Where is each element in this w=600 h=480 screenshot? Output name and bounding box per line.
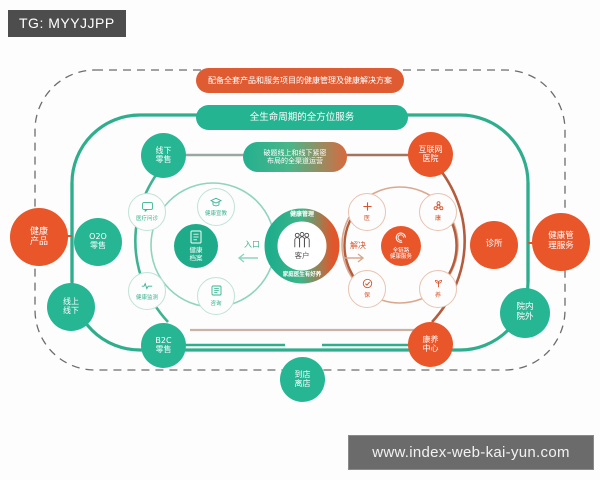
graduation-cap-icon — [209, 197, 223, 210]
node-b2c-retail[interactable]: B2C 零售 — [141, 323, 186, 368]
sat-consultation-label: 咨询 — [210, 300, 222, 307]
node-store-visit[interactable]: 到店 离店 — [280, 357, 325, 402]
solution-label: 解决 — [344, 241, 372, 250]
sat-nursing-label: 养 — [434, 292, 441, 300]
center-core-label: 客户 — [294, 250, 310, 260]
medical-cross-icon — [362, 201, 373, 214]
center-donut-hole — [278, 222, 326, 270]
heart-monitor-icon — [141, 281, 153, 294]
site-url-label: www.index-web-kai-yun.com — [372, 444, 570, 461]
sat-health-monitor-label: 健康监测 — [135, 295, 158, 302]
node-offline-retail-label: 线下 零售 — [155, 145, 172, 164]
center-donut-ring — [264, 208, 340, 284]
lifecycle-track — [70, 113, 530, 352]
node-internet-hospital[interactable]: 互联网 医院 — [408, 132, 453, 177]
entry-arrow-icon — [237, 253, 258, 263]
node-wellness-center-label: 康养 中心 — [422, 334, 439, 353]
hub-health-record-label: 健康 档案 — [189, 246, 203, 262]
center-ring-top-text: 健康管理 — [272, 211, 332, 219]
banner-top-teal: 全生命周期的全方位服务 — [196, 105, 408, 130]
sat-insurance-label: 保 — [363, 292, 370, 300]
ring-swirl-icon — [395, 232, 407, 246]
sat-health-education[interactable]: 健康宣教 — [197, 188, 235, 226]
sat-health-education-label: 健康宣教 — [204, 211, 227, 218]
banner-middle-gradient: 破题线上和线下紧密 布局的全渠道运营 — [243, 142, 347, 172]
node-o2o-retail-label: O2O 零售 — [89, 232, 107, 250]
sat-recovery[interactable]: 康 — [419, 193, 457, 231]
right-orbit-ring — [341, 186, 459, 304]
node-health-product[interactable]: 健康 产品 — [10, 208, 68, 266]
banner-middle-gradient-label: 破题线上和线下紧密 布局的全渠道运营 — [263, 148, 327, 165]
family-people-icon — [292, 232, 312, 250]
hub-full-chain-service[interactable]: 全链路 健康服务 — [381, 226, 421, 266]
book-icon — [211, 285, 222, 299]
sat-health-monitor[interactable]: 健康监测 — [128, 272, 166, 310]
node-in-out-hospital[interactable]: 院内 院外 — [500, 288, 550, 338]
banner-top-orange: 配备全套产品和服务项目的健康管理及健康解决方案 — [196, 68, 404, 93]
entry-label: 入口 — [238, 240, 266, 249]
solution-arrow-icon — [344, 253, 365, 263]
flower-icon — [433, 201, 444, 214]
plant-icon — [433, 278, 444, 291]
node-o2o-retail[interactable]: O2O 零售 — [74, 218, 122, 266]
banner-top-orange-label: 配备全套产品和服务项目的健康管理及健康解决方案 — [208, 75, 392, 85]
node-clinic[interactable]: 诊所 — [470, 221, 518, 269]
center-ring-top-label: 健康管理 — [289, 211, 314, 218]
node-health-service[interactable]: 健康管 理服务 — [532, 213, 590, 271]
node-in-out-hospital-label: 院内 院外 — [516, 302, 534, 322]
node-wellness-center[interactable]: 康养 中心 — [408, 322, 453, 367]
hub-health-record[interactable]: 健康 档案 — [174, 224, 218, 268]
sat-medical-consult[interactable]: 医疗问诊 — [128, 193, 166, 231]
solution-label-text: 解决 — [350, 241, 366, 250]
sat-nursing[interactable]: 养 — [419, 270, 457, 308]
tg-watermark-label: TG: MYYJJPP — [19, 15, 115, 31]
sat-recovery-label: 康 — [434, 215, 441, 223]
center-core[interactable]: 客户 — [282, 226, 322, 266]
node-online-offline-label: 线上 线下 — [63, 297, 79, 315]
node-health-product-label: 健康 产品 — [29, 226, 48, 247]
document-icon — [190, 230, 202, 246]
node-offline-retail[interactable]: 线下 零售 — [141, 133, 186, 178]
banner-top-teal-label: 全生命周期的全方位服务 — [249, 111, 355, 123]
sat-medical-consult-label: 医疗问诊 — [135, 216, 158, 223]
sat-consultation[interactable]: 咨询 — [197, 277, 235, 315]
center-ring-bottom-text: 家庭医生有好养 — [264, 272, 340, 278]
node-clinic-label: 诊所 — [485, 239, 503, 250]
tg-watermark-tag: TG: MYYJJPP — [8, 10, 126, 37]
sat-medicine-label: 医 — [363, 215, 370, 223]
shield-check-icon — [362, 278, 373, 291]
sat-insurance[interactable]: 保 — [348, 270, 386, 308]
node-internet-hospital-label: 互联网 医院 — [418, 144, 443, 163]
node-online-offline[interactable]: 线上 线下 — [47, 283, 95, 331]
node-health-service-label: 健康管 理服务 — [548, 231, 574, 251]
hub-full-chain-service-label: 全链路 健康服务 — [389, 247, 412, 260]
chat-bubble-icon — [141, 201, 153, 215]
site-url-watermark: www.index-web-kai-yun.com — [348, 435, 594, 470]
node-b2c-retail-label: B2C 零售 — [155, 335, 172, 354]
entry-label-text: 入口 — [244, 240, 260, 249]
center-ring-bottom-label: 家庭医生有好养 — [282, 272, 322, 278]
sat-medicine[interactable]: 医 — [348, 193, 386, 231]
node-store-visit-label: 到店 离店 — [294, 369, 311, 388]
